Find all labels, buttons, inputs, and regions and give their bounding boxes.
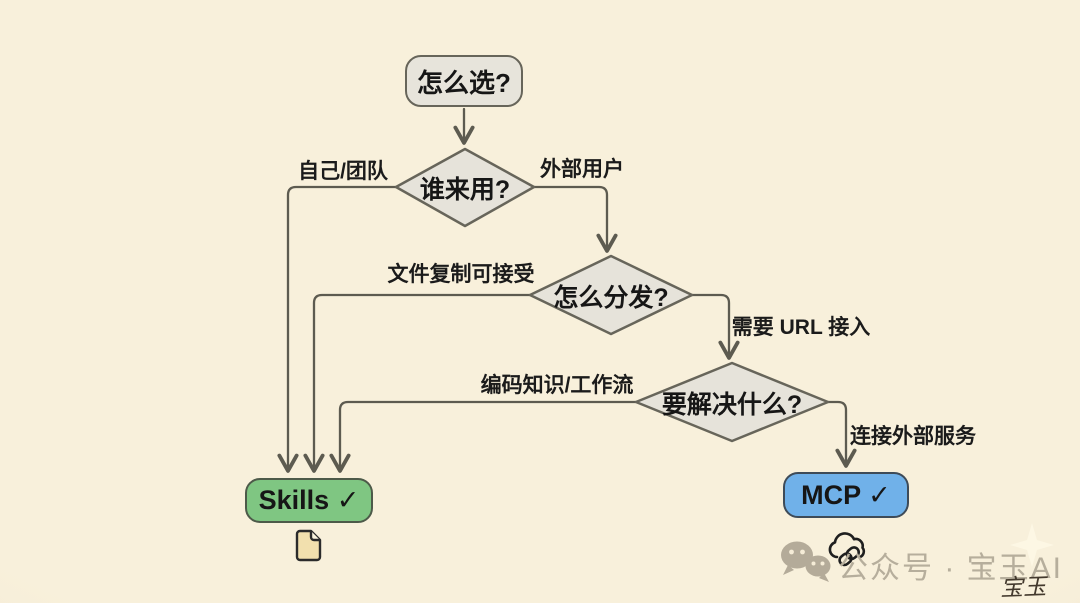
decision-who-label: 谁来用?: [419, 176, 511, 204]
edge-distribute-to-solve: [689, 293, 740, 360]
document-icon: [295, 529, 322, 562]
edge-who-to-skills: [277, 185, 400, 473]
edge-label-need-url: 需要 URL 接入: [731, 316, 871, 339]
start-node-label: 怎么选?: [417, 67, 511, 98]
result-skills-label: Skills ✓: [258, 485, 360, 515]
result-mcp-node: MCP ✓: [783, 472, 909, 518]
edge-label-external-users: 外部用户: [540, 158, 624, 181]
decision-distribute-shape: [528, 254, 694, 336]
decision-who-shape: [394, 147, 536, 228]
decision-solve-shape: [634, 361, 830, 443]
decision-distribute-label: 怎么分发?: [553, 284, 669, 312]
edge-who-to-distribute: [530, 185, 618, 253]
sparkle-decoration: [1010, 523, 1054, 567]
edge-solve-to-mcp: [824, 400, 857, 468]
edge-label-coding-workflow: 编码知识/工作流: [480, 374, 634, 397]
edge-distribute-to-skills: [303, 293, 533, 473]
edge-solve-to-skills: [329, 400, 639, 473]
result-mcp-label: MCP ✓: [801, 479, 891, 510]
wechat-icon: [781, 541, 831, 582]
watermark-account-text: 公众号 · 宝玉AI: [838, 552, 1064, 585]
edge-label-self-team: 自己/团队: [298, 160, 388, 183]
edge-label-connect-external: 连接外部服务: [850, 425, 976, 448]
edge-label-file-copy: 文件复制可接受: [387, 263, 535, 286]
cloud-link-icon: [828, 532, 866, 567]
watermark-signature: 宝玉: [999, 574, 1047, 602]
decision-solve-label: 要解决什么?: [661, 391, 803, 419]
start-node: 怎么选?: [405, 55, 523, 107]
result-skills-node: Skills ✓: [245, 478, 373, 523]
